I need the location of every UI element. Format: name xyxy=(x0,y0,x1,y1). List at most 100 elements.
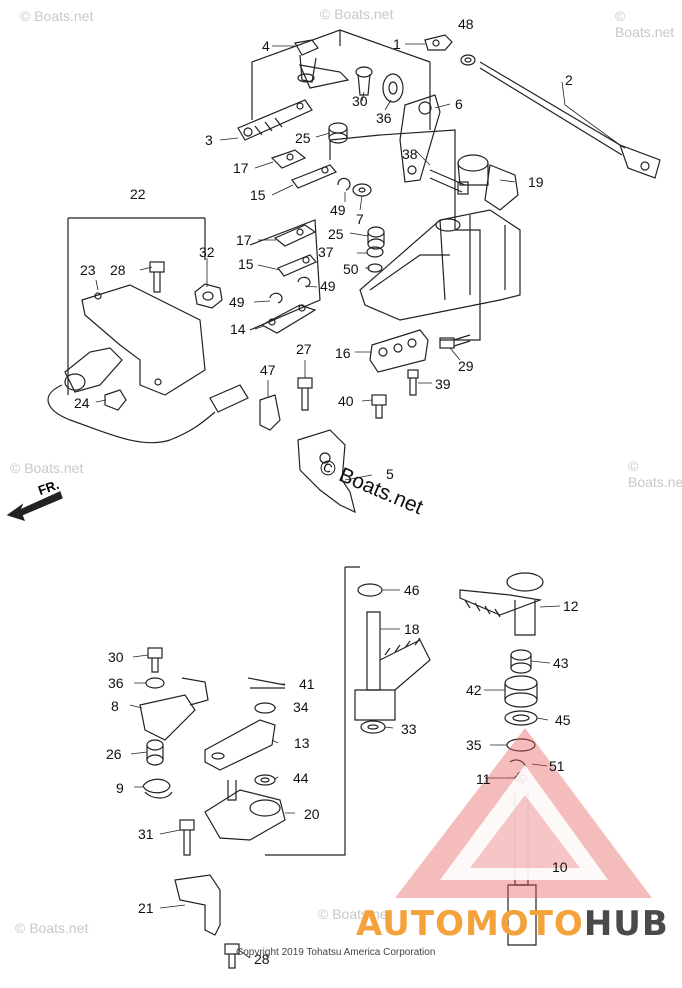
label-part-44: 44 xyxy=(293,770,309,786)
label-part-34: 34 xyxy=(293,699,309,715)
frame-lines-22 xyxy=(67,217,206,395)
part-42-bearing xyxy=(504,675,538,708)
label-part-23: 23 xyxy=(80,262,96,278)
label-part-28-upper: 28 xyxy=(110,262,126,278)
watermark-mid-right: © Boats.net xyxy=(628,458,682,490)
part-25-bushing xyxy=(328,122,348,144)
leader-lines xyxy=(95,43,621,959)
part-20-plate xyxy=(204,780,286,841)
label-part-36-lower: 36 xyxy=(108,675,124,691)
part-5-bracket xyxy=(297,429,356,514)
part-9-spring xyxy=(142,778,173,799)
part-23-bracket xyxy=(81,284,206,396)
copyright-text: Copyright 2019 Tohatsu America Corporati… xyxy=(236,947,436,958)
label-part-25-upper: 25 xyxy=(295,130,311,146)
part-21-bracket xyxy=(174,874,221,936)
label-part-30-upper: 30 xyxy=(352,93,368,109)
part-43-bushing xyxy=(510,649,532,674)
label-part-27: 27 xyxy=(296,341,312,357)
part-41-clip xyxy=(247,677,286,689)
part-47-clamp xyxy=(259,394,281,431)
switch-body xyxy=(64,347,123,393)
label-part-21: 21 xyxy=(138,900,154,916)
part-26-bushing xyxy=(146,739,164,766)
label-part-42: 42 xyxy=(466,682,482,698)
part-7-washer xyxy=(352,183,372,197)
part-48-nut xyxy=(460,54,476,66)
label-part-32: 32 xyxy=(199,244,215,260)
part-30-bolt-lower xyxy=(147,647,163,673)
frame-lines-14 xyxy=(249,219,321,331)
label-part-26: 26 xyxy=(106,746,122,762)
part-18-shaft xyxy=(354,611,431,721)
part-49-clip-a xyxy=(269,292,283,304)
part-15-upper xyxy=(291,164,337,189)
label-part-19: 19 xyxy=(528,174,544,190)
part-6-lever xyxy=(399,94,441,183)
part-24-clip xyxy=(104,389,127,411)
label-part-15-lower: 15 xyxy=(238,256,254,272)
part-34-washer xyxy=(254,702,276,714)
part-15-lower xyxy=(277,254,317,277)
watermark-top-mid: © Boats.net xyxy=(320,6,394,22)
label-part-49-right: 49 xyxy=(320,278,336,294)
watermark-top-left: © Boats.net xyxy=(20,8,94,24)
label-part-1: 1 xyxy=(393,36,401,52)
label-part-51: 51 xyxy=(549,758,565,774)
watermark-top-right: © Boats.net xyxy=(615,8,675,40)
label-part-13: 13 xyxy=(294,735,310,751)
label-part-11: 11 xyxy=(476,771,491,787)
label-part-38: 38 xyxy=(402,146,418,162)
brand-part1: AUTOMOTO xyxy=(356,904,584,944)
label-part-20: 20 xyxy=(304,806,320,822)
part-49-clip-upper xyxy=(337,177,351,191)
part-38-bolt xyxy=(429,169,469,195)
part-1-link xyxy=(424,34,453,51)
label-part-12: 12 xyxy=(563,598,579,614)
label-part-16: 16 xyxy=(335,345,351,361)
label-part-41: 41 xyxy=(299,676,315,692)
label-part-14: 14 xyxy=(230,321,246,337)
label-part-3: 3 xyxy=(205,132,213,148)
part-2-cable xyxy=(479,61,661,179)
label-part-10: 10 xyxy=(552,859,568,875)
part-44-bushing xyxy=(254,774,276,786)
part-19-bracket xyxy=(457,154,519,211)
label-part-40: 40 xyxy=(338,393,354,409)
part-13-arm xyxy=(204,719,276,771)
part-17-upper xyxy=(270,149,307,169)
brand-part2: HUB xyxy=(583,904,669,944)
switch-wire xyxy=(47,384,216,444)
label-part-49-upper: 49 xyxy=(330,202,346,218)
label-part-35: 35 xyxy=(466,737,482,753)
label-part-31: 31 xyxy=(138,826,154,842)
label-part-46: 46 xyxy=(404,582,420,598)
frame-lines-upper xyxy=(251,29,431,130)
part-14-plate xyxy=(260,304,317,334)
label-part-17-upper: 17 xyxy=(233,160,249,176)
label-part-24: 24 xyxy=(74,395,90,411)
label-part-2: 2 xyxy=(565,72,573,88)
fr-arrow xyxy=(6,491,63,521)
part-8-bracket xyxy=(139,677,209,741)
label-part-8: 8 xyxy=(111,698,119,714)
autotmotohub-logo-triangle xyxy=(395,728,652,898)
label-part-47: 47 xyxy=(260,362,276,378)
part-28-bolt-lower xyxy=(224,943,240,969)
part-39-bolt xyxy=(407,369,419,396)
label-part-48: 48 xyxy=(458,16,474,32)
label-part-30-lower: 30 xyxy=(108,649,124,665)
part-49-clip-b xyxy=(297,276,311,288)
part-37-washer xyxy=(366,246,384,258)
label-part-15-upper: 15 xyxy=(250,187,266,203)
label-part-25-lower: 25 xyxy=(328,226,344,242)
part-28-bolt-upper xyxy=(149,261,165,293)
part-36-collar xyxy=(382,73,404,103)
part-40-bolt xyxy=(371,394,387,419)
label-part-7: 7 xyxy=(356,211,364,227)
frame-lines-mid xyxy=(329,129,481,341)
part-46-washer xyxy=(357,583,383,597)
connector xyxy=(209,384,249,413)
label-part-37: 37 xyxy=(318,244,334,260)
